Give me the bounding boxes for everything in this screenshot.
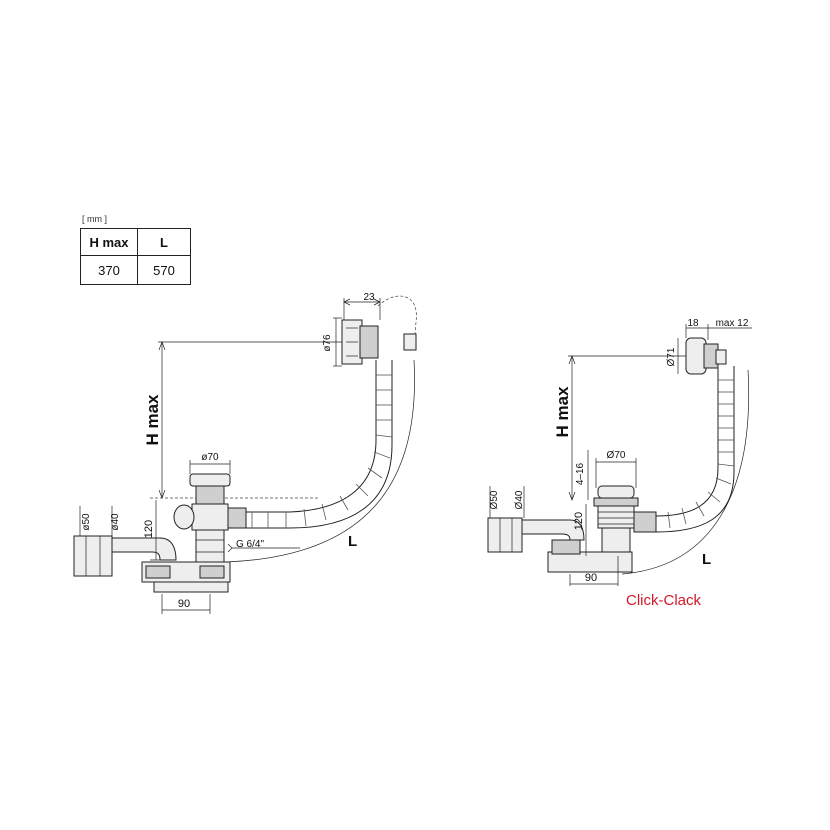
right-max12-label: max 12 (716, 318, 749, 329)
left-drawing: H max 23 ø76 L (73, 292, 417, 614)
header-l: L (137, 228, 191, 256)
right-d120-label: 120 (573, 512, 585, 530)
right-length-label: L (702, 551, 711, 568)
left-d40-label: ø40 (110, 513, 121, 531)
left-d23-label: 23 (363, 292, 375, 303)
right-d40-label: Ø40 (514, 490, 525, 509)
left-d50-label: ø50 (81, 513, 92, 531)
spec-table: H max L 370 570 (80, 228, 191, 285)
right-drawing: H max 18 max 12 Ø71 L (487, 318, 752, 586)
left-d120-label: 120 (143, 520, 155, 538)
right-trap (547, 551, 633, 573)
right-d90-label: 90 (585, 572, 597, 584)
right-d71-label: Ø71 (666, 347, 677, 366)
left-d70-label: ø70 (201, 452, 219, 463)
left-hmax-label: H max (143, 394, 162, 446)
left-thread-label: G 6/4" (236, 539, 264, 550)
right-d18-label: 18 (687, 318, 699, 329)
header-hmax: H max (80, 228, 138, 256)
left-d76-label: ø76 (322, 334, 333, 352)
right-d50-label: Ø50 (489, 490, 500, 509)
left-length-label: L (348, 533, 357, 550)
right-d70-label: Ø70 (607, 450, 626, 461)
right-hmax-label: H max (553, 386, 572, 438)
right-drain-cap (597, 485, 635, 499)
value-l: 570 (137, 255, 191, 285)
unit-label: [ mm ] (82, 214, 107, 224)
right-range-label: 4–16 (575, 462, 586, 485)
left-d90-label: 90 (178, 598, 190, 610)
value-hmax: 370 (80, 255, 138, 285)
right-overflow-cap (685, 337, 707, 375)
left-drain-cap (189, 473, 231, 487)
click-clack-caption: Click-Clack (626, 592, 701, 609)
